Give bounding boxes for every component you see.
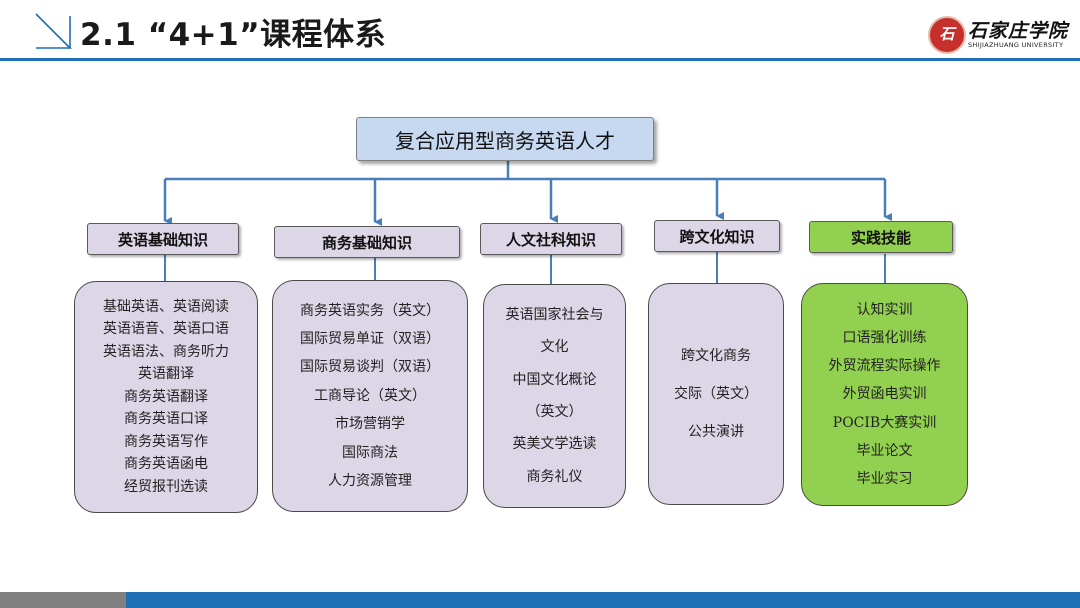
course-box-humanities: 英语国家社会与 文化 中国文化概论 （英文） 英美文学选读 商务礼仪: [483, 284, 626, 508]
list-item: POCIB大赛实训: [832, 414, 937, 431]
list-item: 人力资源管理: [328, 473, 412, 490]
list-item: 商务英语写作: [124, 433, 208, 450]
list-item: 公共演讲: [688, 424, 744, 440]
footer-bar-blue: [126, 592, 1080, 608]
list-item: 英语语音、英语口语: [103, 321, 229, 338]
list-item: 毕业实习: [856, 470, 913, 487]
list-item: 英语国家社会与: [505, 307, 604, 324]
university-logo: 石 石家庄学院 SHIJIAZHUANG UNIVERSITY: [928, 14, 1070, 54]
list-item: 外贸函电实训: [842, 386, 927, 403]
list-item: 外贸流程实际操作: [828, 358, 941, 375]
list-item: 国际贸易谈判（双语）: [300, 359, 440, 376]
list-item: 中国文化概论: [512, 371, 597, 388]
list-item: 基础英语、英语阅读: [103, 298, 229, 315]
page-title: 2.1 “4+1”课程体系: [80, 17, 387, 53]
list-item: 英语语法、商务听力: [103, 343, 229, 360]
list-item: 跨文化商务: [681, 348, 751, 364]
category-humanities: 人文社科知识: [480, 223, 622, 255]
list-item: （英文）: [526, 404, 583, 420]
corner-mark-icon: [35, 13, 72, 49]
list-item: 市场营销学: [335, 416, 405, 433]
list-item: 国际商法: [342, 444, 398, 461]
list-item: 英语翻译: [138, 366, 194, 383]
course-box-english-basics: 基础英语、英语阅读 英语语音、英语口语 英语语法、商务听力 英语翻译 商务英语翻…: [74, 281, 258, 513]
university-subtitle: SHIJIAZHUANG UNIVERSITY: [968, 41, 1064, 49]
category-practical-skills: 实践技能: [809, 221, 953, 253]
list-item: 毕业论文: [856, 442, 913, 459]
header-divider: [0, 58, 1080, 61]
list-item: 认知实训: [856, 302, 913, 319]
list-item: 商务英语翻译: [124, 388, 208, 405]
list-item: 文化: [540, 339, 569, 356]
category-business-basics: 商务基础知识: [274, 226, 460, 258]
category-cross-cultural: 跨文化知识: [654, 220, 780, 252]
course-box-cross-cultural: 跨文化商务 交际（英文） 公共演讲: [648, 283, 784, 505]
list-item: 经贸报刊选读: [124, 478, 208, 495]
list-item: 交际（英文）: [674, 386, 758, 402]
list-item: 商务英语口译: [124, 411, 208, 428]
list-item: 工商导论（英文）: [314, 387, 426, 404]
list-item: 国际贸易单证（双语）: [300, 330, 440, 347]
category-english-basics: 英语基础知识: [87, 223, 239, 255]
course-box-business-basics: 商务英语实务（英文） 国际贸易单证（双语） 国际贸易谈判（双语） 工商导论（英文…: [272, 280, 468, 512]
university-emblem-icon: 石: [928, 16, 966, 54]
list-item: 口语强化训练: [842, 330, 927, 347]
list-item: 商务英语实务（英文）: [300, 302, 440, 319]
footer-bar-gray: [0, 592, 126, 608]
list-item: 商务英语函电: [124, 456, 208, 473]
university-name: 石家庄学院: [968, 20, 1069, 42]
root-node: 复合应用型商务英语人才: [356, 117, 654, 161]
list-item: 英美文学选读: [512, 436, 597, 453]
list-item: 商务礼仪: [526, 468, 583, 485]
course-box-practical-skills: 认知实训 口语强化训练 外贸流程实际操作 外贸函电实训 POCIB大赛实训 毕业…: [801, 283, 968, 506]
